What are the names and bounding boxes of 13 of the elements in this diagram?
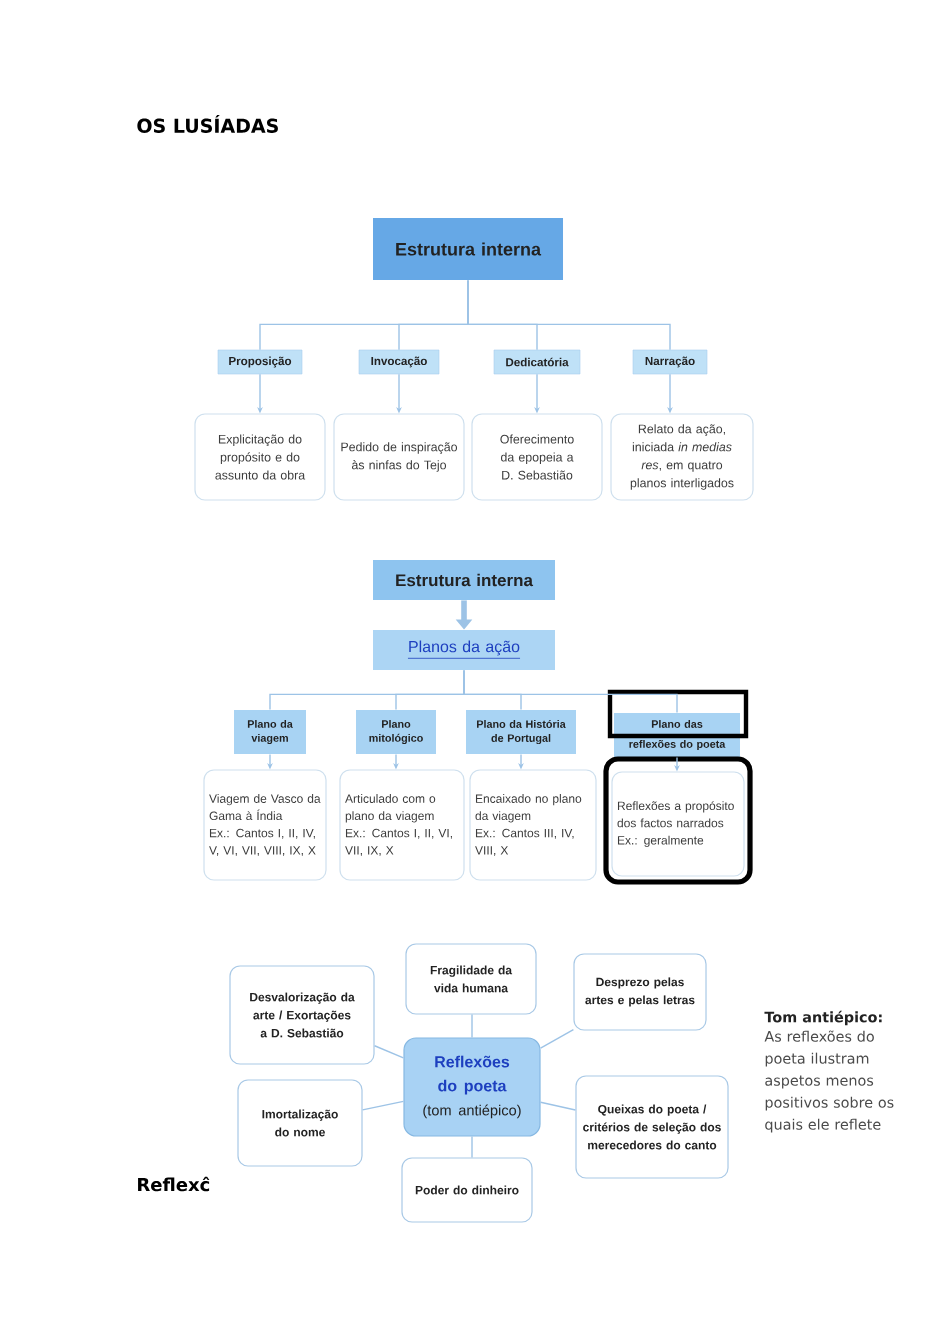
connector-line: [373, 1045, 405, 1059]
section-heading: Reflexĉ: [138, 1176, 210, 1192]
subheading-box: Planos da ação: [373, 630, 555, 670]
heading-box: Estrutura interna: [373, 218, 563, 280]
connector-line: [361, 1100, 405, 1111]
connector-line: [539, 1028, 575, 1049]
heading-box: Estrutura interna: [373, 560, 555, 600]
page-title: OS LUSÍADAS: [137, 115, 278, 133]
connector-line: [471, 1135, 473, 1159]
connector-line: [467, 279, 671, 351]
connector-line: [539, 1101, 577, 1111]
connector-line: [463, 669, 678, 714]
connector-line: [471, 1013, 473, 1039]
